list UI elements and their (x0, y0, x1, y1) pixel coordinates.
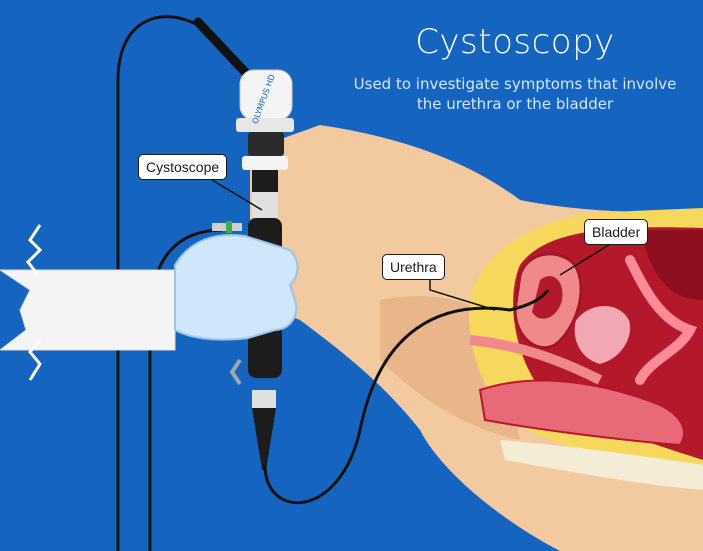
device-brand-text: OLYMPUS HD (251, 73, 277, 125)
